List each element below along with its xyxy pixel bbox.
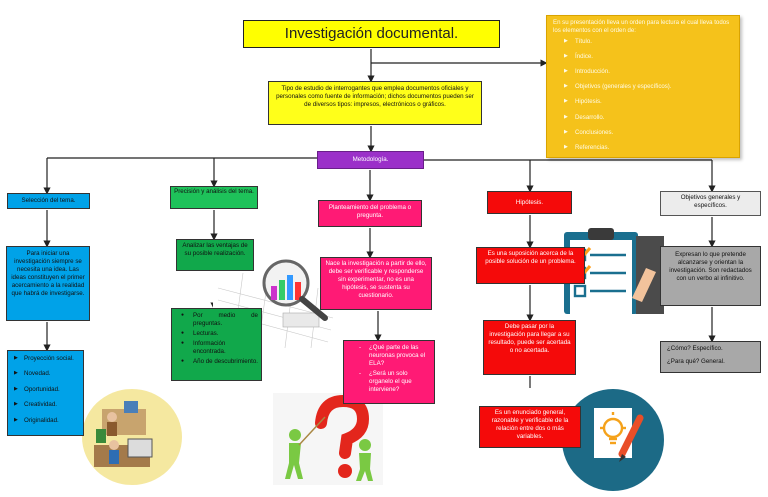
objetivos-item: ¿Cómo? Específico. (667, 345, 723, 352)
precision-item: Información encontrada. (179, 340, 258, 356)
presentation-item: Referencias. (564, 144, 733, 152)
precision-item: Año de descubrimiento. (179, 358, 258, 366)
planteamiento-body: Nace la investigación a partir de ello, … (320, 257, 432, 310)
presentation-item: Hipótesis. (564, 98, 733, 106)
office-workers-icon (82, 389, 182, 485)
presentation-box: En su presentación lleva un orden para l… (546, 15, 740, 158)
planteamiento-item: ¿Será un solo organelo el que interviene… (347, 370, 431, 394)
page-title: Investigación documental. (243, 20, 500, 48)
hipotesis-body-1: Es una suposición acerca de la posible s… (476, 247, 585, 284)
presentation-intro: En su presentación lleva un orden para l… (553, 19, 730, 34)
seleccion-item: Novedad. (14, 370, 77, 378)
hipotesis-body-3: Es un enunciado general, razonable y ver… (479, 406, 581, 448)
presentation-list: Título. Índice. Introducción. Objetivos … (553, 38, 733, 152)
definition-box: Tipo de estudio de interrogantes que emp… (268, 81, 482, 125)
seleccion-body: Para iniciar una investigación siempre s… (6, 246, 90, 321)
seleccion-item: Originalidad. (14, 417, 77, 425)
presentation-item: Desarrollo. (564, 114, 733, 122)
objetivos-item: ¿Para qué? General. (667, 357, 725, 365)
hipotesis-header: Hipótesis. (487, 191, 572, 214)
objetivos-header: Objetivos generales y específicos. (660, 191, 761, 216)
seleccion-item: Creatividad. (14, 401, 77, 409)
planteamiento-header: Planteamiento del problema o pregunta. (318, 200, 422, 227)
objetivos-body: Expresan lo que pretende alcanzarse y or… (660, 246, 761, 306)
precision-header: Precisión y análisis del tema. (170, 186, 258, 209)
planteamiento-list: ¿Qué parte de las neuronas provoca el EL… (343, 340, 435, 404)
precision-item: Por medio de preguntas. (179, 312, 258, 328)
presentation-item: Índice. (564, 53, 733, 61)
hipotesis-body-2: Debe pasar por la investigación para lle… (483, 320, 576, 375)
seleccion-item: Proyección social. (14, 355, 77, 363)
question-mark-people-icon (273, 393, 383, 485)
presentation-item: Título. (564, 38, 733, 46)
precision-item: Lecturas. (179, 330, 258, 338)
presentation-item: Conclusiones. (564, 129, 733, 137)
presentation-item: Introducción. (564, 68, 733, 76)
methodology-box: Metodología. (317, 151, 424, 169)
seleccion-list: Proyección social. Novedad. Oportunidad.… (7, 350, 84, 436)
presentation-item: Objetivos (generales y específicos). (564, 83, 733, 91)
precision-body: Analizar las ventajas de su posible real… (176, 239, 254, 271)
objetivos-list: ¿Cómo? Específico. ¿Para qué? General. (660, 341, 761, 373)
precision-list: Por medio de preguntas. Lecturas. Inform… (171, 308, 262, 381)
seleccion-item: Oportunidad. (14, 386, 77, 394)
planteamiento-item: ¿Qué parte de las neuronas provoca el EL… (347, 344, 431, 368)
seleccion-header: Selección del tema. (7, 193, 90, 209)
